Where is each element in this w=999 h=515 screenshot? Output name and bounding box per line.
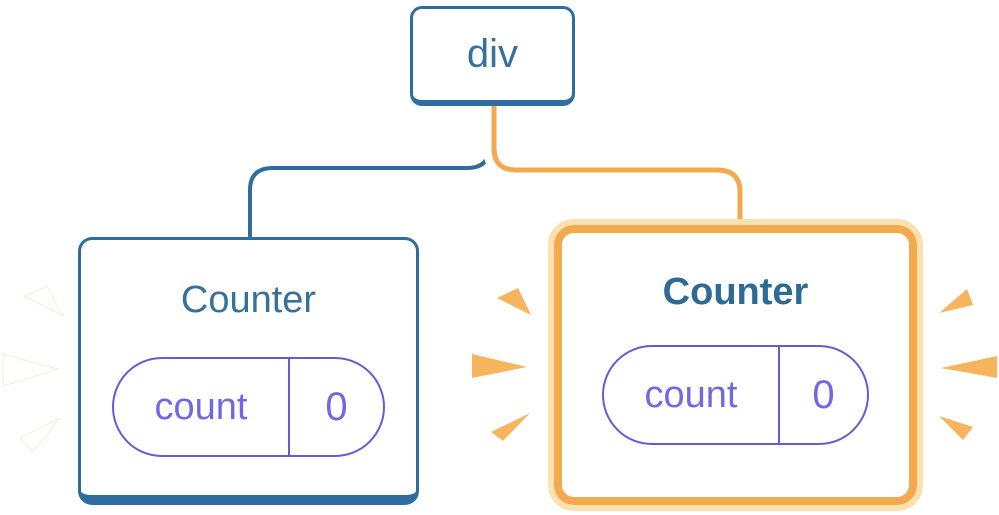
burst-ray <box>19 417 61 453</box>
root-node-label: div <box>466 32 519 76</box>
state-value: 0 <box>325 384 348 429</box>
burst-ray <box>497 288 531 315</box>
counter-title: Counter <box>180 279 317 321</box>
edge-root-to-right-counter-casing <box>483 106 751 224</box>
counter-title: Counter <box>662 271 809 313</box>
counter-node-right: Counter count 0 <box>554 225 917 505</box>
burst-ray <box>2 353 60 387</box>
counter-node-left: Counter count 0 <box>78 237 419 505</box>
burst-ray <box>472 354 527 378</box>
state-pill: count 0 <box>602 345 869 445</box>
burst-ray <box>941 356 997 378</box>
burst-ray <box>939 289 973 313</box>
burst-ray <box>491 413 530 441</box>
edge-root-to-right-counter <box>491 106 743 224</box>
burst-ray <box>23 285 65 318</box>
pill-divider <box>288 359 290 455</box>
state-value: 0 <box>812 372 835 417</box>
render-burst-left-counter <box>2 285 65 453</box>
edge-root-to-left-counter <box>248 104 491 240</box>
burst-ray <box>939 416 973 440</box>
state-key: count <box>154 385 248 428</box>
counter-node-right-highlight-ring: Counter count 0 <box>548 219 923 511</box>
state-pill: count 0 <box>112 357 385 457</box>
pill-divider <box>778 347 780 443</box>
root-node-div: div <box>410 6 575 106</box>
state-key: count <box>644 373 738 416</box>
update-burst-right-counter <box>472 288 997 441</box>
